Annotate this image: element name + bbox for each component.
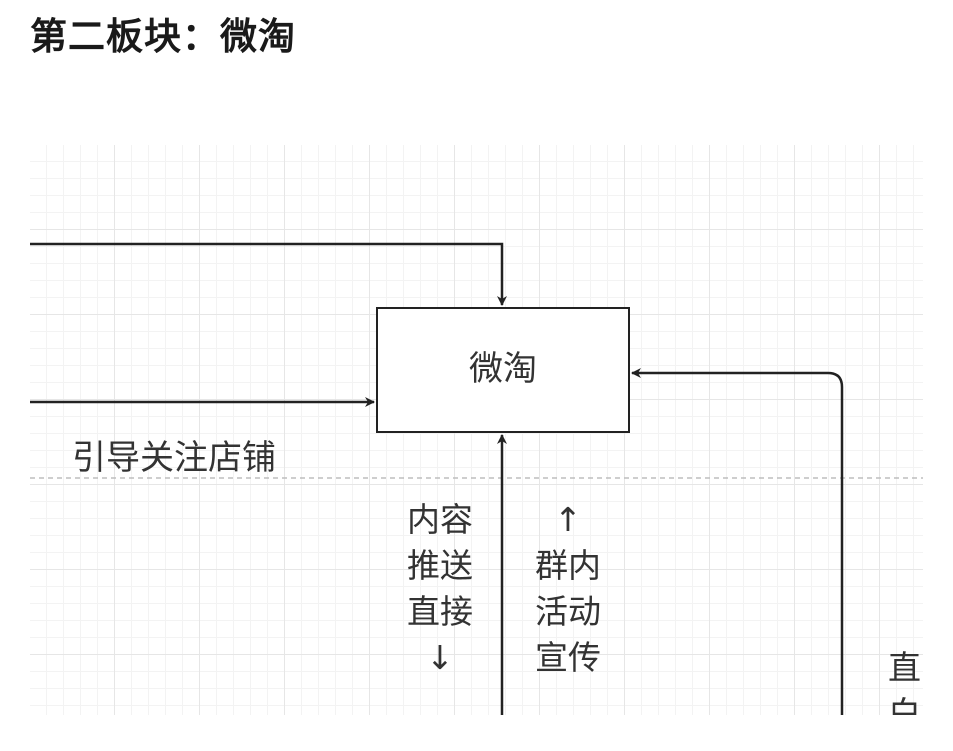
- label-content-push: 内容 推送 直接 ↓: [407, 500, 473, 677]
- label-group-activity: ↑ 群内 活动 宣传: [535, 500, 601, 677]
- connector-layer: [30, 242, 923, 715]
- section-heading: 第二板块：微淘: [30, 15, 296, 58]
- diagram-canvas: 微淘 引导关注店铺 内容 推送 直接 ↓ ↑ 群内 活动 宣传 直 白: [30, 145, 923, 715]
- weitao-node[interactable]: 微淘: [376, 307, 630, 433]
- connector-right[interactable]: [631, 368, 844, 715]
- label-right-clipped: 直 白: [888, 648, 921, 715]
- label-guide-follow: 引导关注店铺: [72, 438, 276, 478]
- connector-top-left[interactable]: [30, 242, 507, 306]
- weitao-node-label: 微淘: [469, 348, 537, 389]
